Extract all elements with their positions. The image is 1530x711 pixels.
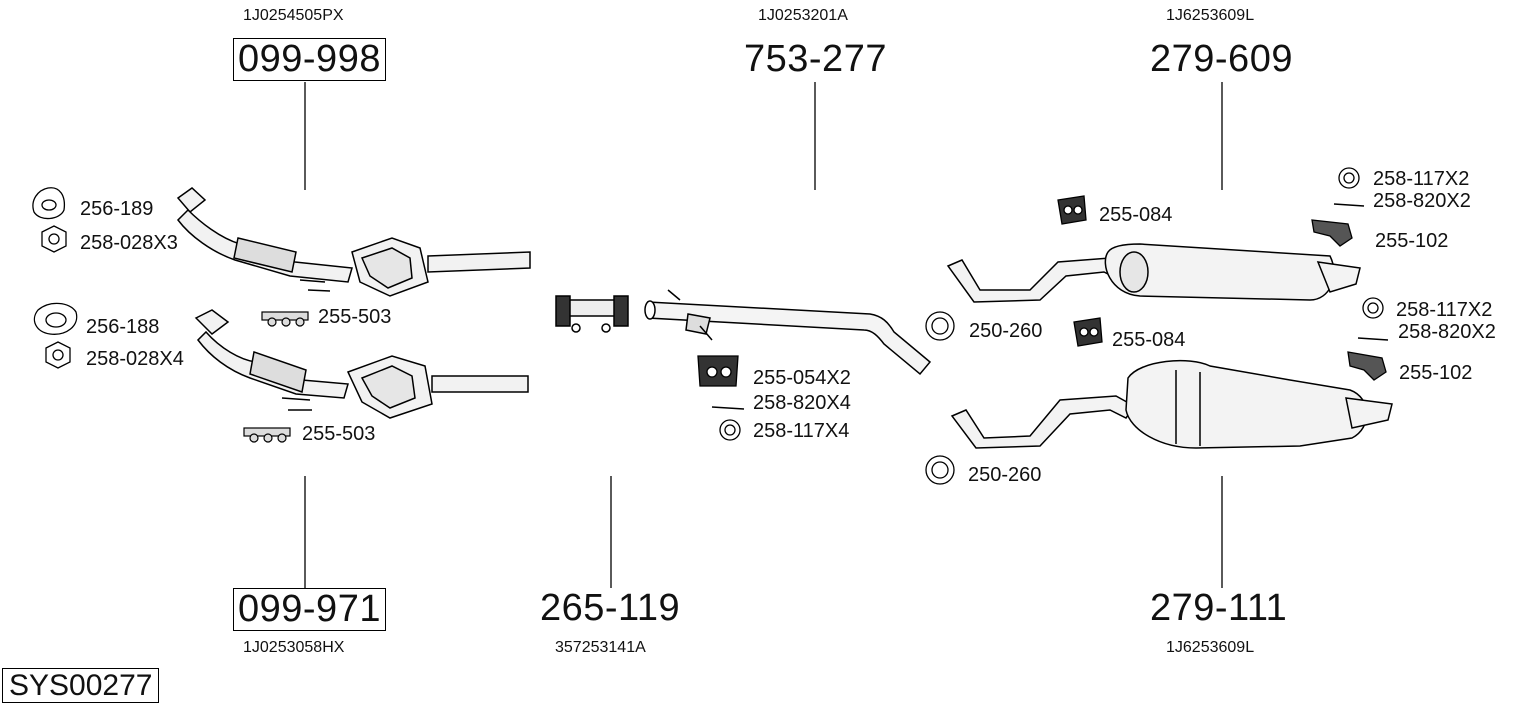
fitting-label[interactable]: 255-084 bbox=[1099, 204, 1173, 226]
middle-pipe-drawing bbox=[644, 289, 932, 376]
part-number-279-609[interactable]: 279-609 bbox=[1150, 38, 1293, 80]
washer-icon bbox=[1338, 167, 1360, 189]
bolt-icon bbox=[711, 406, 745, 410]
rubber-hanger-icon bbox=[1073, 317, 1103, 347]
fitting-label[interactable]: 255-102 bbox=[1375, 230, 1449, 252]
fitting-label[interactable]: 256-188 bbox=[86, 316, 160, 338]
gasket-triangle-icon bbox=[32, 187, 66, 220]
fitting-label[interactable]: 250-260 bbox=[968, 464, 1042, 486]
oem-ref-753-277: 1J0253201A bbox=[758, 7, 848, 24]
bracket-icon bbox=[1311, 219, 1353, 247]
clamp-icon bbox=[925, 311, 955, 341]
fitting-label[interactable]: 258-117X2 bbox=[1396, 299, 1493, 321]
part-number-099-998[interactable]: 099-998 bbox=[233, 38, 386, 81]
fitting-label[interactable]: 255-503 bbox=[318, 306, 392, 328]
oem-ref-265-119: 357253141A bbox=[555, 639, 646, 656]
system-id-badge: SYS00277 bbox=[2, 668, 160, 703]
bolt-icon bbox=[1333, 203, 1365, 207]
part-number-265-119[interactable]: 265-119 bbox=[540, 587, 681, 629]
rear-silencer-upper-drawing bbox=[946, 243, 1361, 303]
washer-icon bbox=[1362, 297, 1384, 319]
catalytic-converter-upper-drawing bbox=[176, 187, 531, 297]
oem-ref-099-998: 1J0254505PX bbox=[243, 7, 344, 24]
fitting-label[interactable]: 258-117X4 bbox=[753, 420, 850, 442]
fitting-label[interactable]: 258-028X4 bbox=[86, 348, 184, 370]
fitting-label[interactable]: 256-189 bbox=[80, 198, 154, 220]
gasket-oval-icon bbox=[33, 302, 78, 335]
rubber-mount-icon bbox=[243, 427, 291, 443]
fitting-label[interactable]: 258-820X2 bbox=[1398, 321, 1496, 343]
part-number-279-111[interactable]: 279-111 bbox=[1150, 587, 1288, 629]
oem-ref-099-971: 1J0253058HX bbox=[243, 639, 345, 656]
clamp-sleeve-drawing bbox=[555, 295, 629, 333]
catalytic-converter-lower-drawing bbox=[194, 309, 529, 419]
oem-ref-279-111: 1J6253609L bbox=[1166, 639, 1255, 656]
rear-silencer-lower-drawing bbox=[950, 359, 1393, 449]
rubber-hanger-icon bbox=[697, 355, 739, 387]
fitting-label[interactable]: 255-503 bbox=[302, 423, 376, 445]
fitting-label[interactable]: 255-084 bbox=[1112, 329, 1186, 351]
hex-nut-icon bbox=[41, 225, 67, 253]
fitting-label[interactable]: 255-102 bbox=[1399, 362, 1473, 384]
clamp-icon bbox=[925, 455, 955, 485]
fitting-label[interactable]: 258-028X3 bbox=[80, 232, 178, 254]
fitting-label[interactable]: 250-260 bbox=[969, 320, 1043, 342]
hex-nut-icon bbox=[45, 341, 71, 369]
fitting-label[interactable]: 258-820X2 bbox=[1373, 190, 1471, 212]
washer-icon bbox=[719, 419, 741, 441]
part-number-753-277[interactable]: 753-277 bbox=[744, 38, 887, 80]
bolt-icon bbox=[1357, 337, 1389, 341]
rubber-mount-icon bbox=[261, 311, 309, 327]
fitting-label[interactable]: 258-820X4 bbox=[753, 392, 851, 414]
oem-ref-279-609: 1J6253609L bbox=[1166, 7, 1255, 24]
fitting-label[interactable]: 258-117X2 bbox=[1373, 168, 1470, 190]
rubber-hanger-icon bbox=[1057, 195, 1087, 225]
fitting-label[interactable]: 255-054X2 bbox=[753, 367, 851, 389]
bracket-icon bbox=[1347, 351, 1387, 381]
part-number-099-971[interactable]: 099-971 bbox=[233, 588, 386, 631]
